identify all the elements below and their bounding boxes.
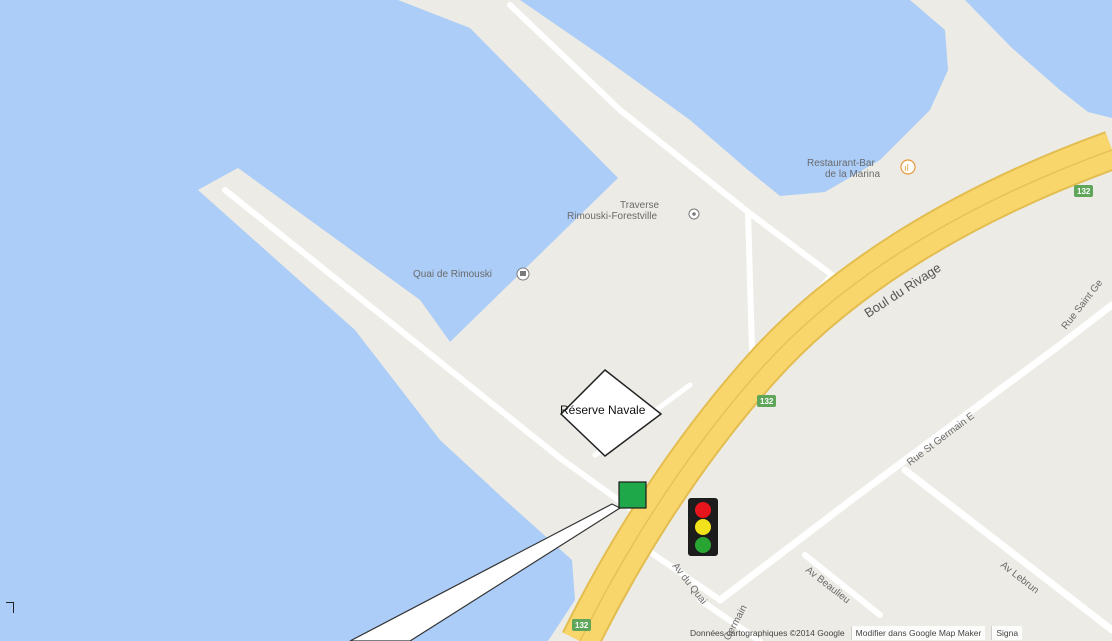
route-shield-1: 132 <box>1074 185 1093 197</box>
attribution-data-text: Données cartographiques ©2014 Google <box>690 627 845 638</box>
svg-text:132: 132 <box>575 621 589 630</box>
poi-label-traverse-2: Rimouski-Forestville <box>567 211 657 222</box>
restaurant-icon[interactable]: ıl <box>900 159 916 175</box>
edit-in-map-maker-link[interactable]: Modifier dans Google Map Maker <box>850 625 986 640</box>
green-square-marker[interactable] <box>618 481 647 509</box>
route-shield-3: 132 <box>572 619 591 631</box>
traffic-light-icon[interactable] <box>688 498 718 556</box>
map-attribution: Données cartographiques ©2014 Google Mod… <box>690 624 1023 641</box>
svg-text:ıl: ıl <box>904 164 909 174</box>
callout-pointer <box>349 503 622 641</box>
poi-label-quai: Quai de Rimouski <box>413 269 492 280</box>
poi-label-restaurant-1: Restaurant-Bar <box>807 158 875 169</box>
ferry-icon[interactable] <box>688 208 700 220</box>
report-problem-link[interactable]: Signa <box>991 625 1023 640</box>
svg-text:132: 132 <box>760 397 774 406</box>
poi-label-restaurant-2: de la Marina <box>825 169 880 180</box>
reserve-navale-label: Réserve Navale <box>560 403 646 417</box>
water-area-top <box>520 0 948 196</box>
poi-label-traverse-1: Traverse <box>620 200 660 211</box>
water-area-right <box>965 0 1112 118</box>
corner-mark <box>6 602 14 613</box>
landmark-icon[interactable] <box>516 267 530 281</box>
svg-text:132: 132 <box>1077 187 1091 196</box>
route-shield-2: 132 <box>757 395 776 407</box>
reserve-navale-marker[interactable]: Réserve Navale <box>559 368 663 457</box>
water-area <box>0 0 618 641</box>
highway-median <box>579 149 1112 641</box>
